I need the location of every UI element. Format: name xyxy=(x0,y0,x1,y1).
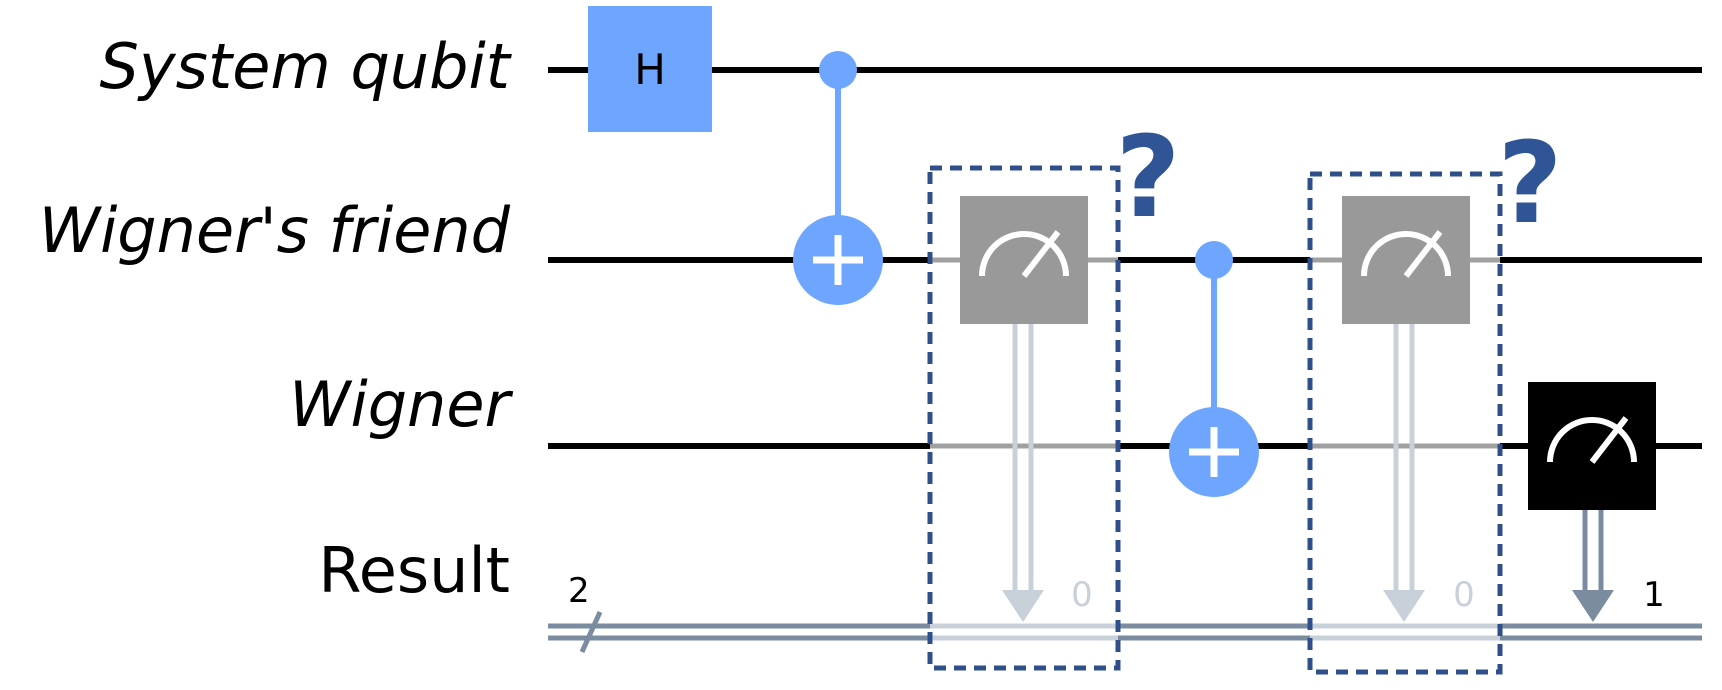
question-mark-1: ? xyxy=(1116,113,1181,243)
measurement-bit-label-3: 1 xyxy=(1643,575,1665,615)
wire-label-wigner: Wigner xyxy=(289,368,510,441)
measurement-bit-label-2: 0 xyxy=(1453,575,1475,615)
hadamard-gate xyxy=(588,6,712,132)
hadamard-gate-label: H xyxy=(634,45,666,94)
register-size-label: 2 xyxy=(568,571,590,611)
cnot-gate-1 xyxy=(793,51,883,305)
control-dot-2 xyxy=(1195,241,1233,279)
register-slash xyxy=(579,610,603,654)
uncertain-measurement-box-1 xyxy=(927,165,1121,671)
question-mark-2: ? xyxy=(1498,119,1563,249)
measurement-gate-2: 0 xyxy=(1342,196,1475,622)
measurement-gate-1: 0 xyxy=(960,196,1093,622)
wire-label-result: Result xyxy=(318,534,510,607)
uncertain-measurement-box-2 xyxy=(1307,171,1503,675)
measurement-gate-3: 1 xyxy=(1528,382,1665,622)
classical-register-wire xyxy=(548,623,1702,641)
control-dot-1 xyxy=(819,51,857,89)
wire-label-system-qubit: System qubit xyxy=(99,30,510,103)
cnot-gate-2 xyxy=(1169,241,1259,497)
wire-label-wigners-friend: Wigner's friend xyxy=(38,194,510,267)
measurement-bit-label-1: 0 xyxy=(1071,575,1093,615)
